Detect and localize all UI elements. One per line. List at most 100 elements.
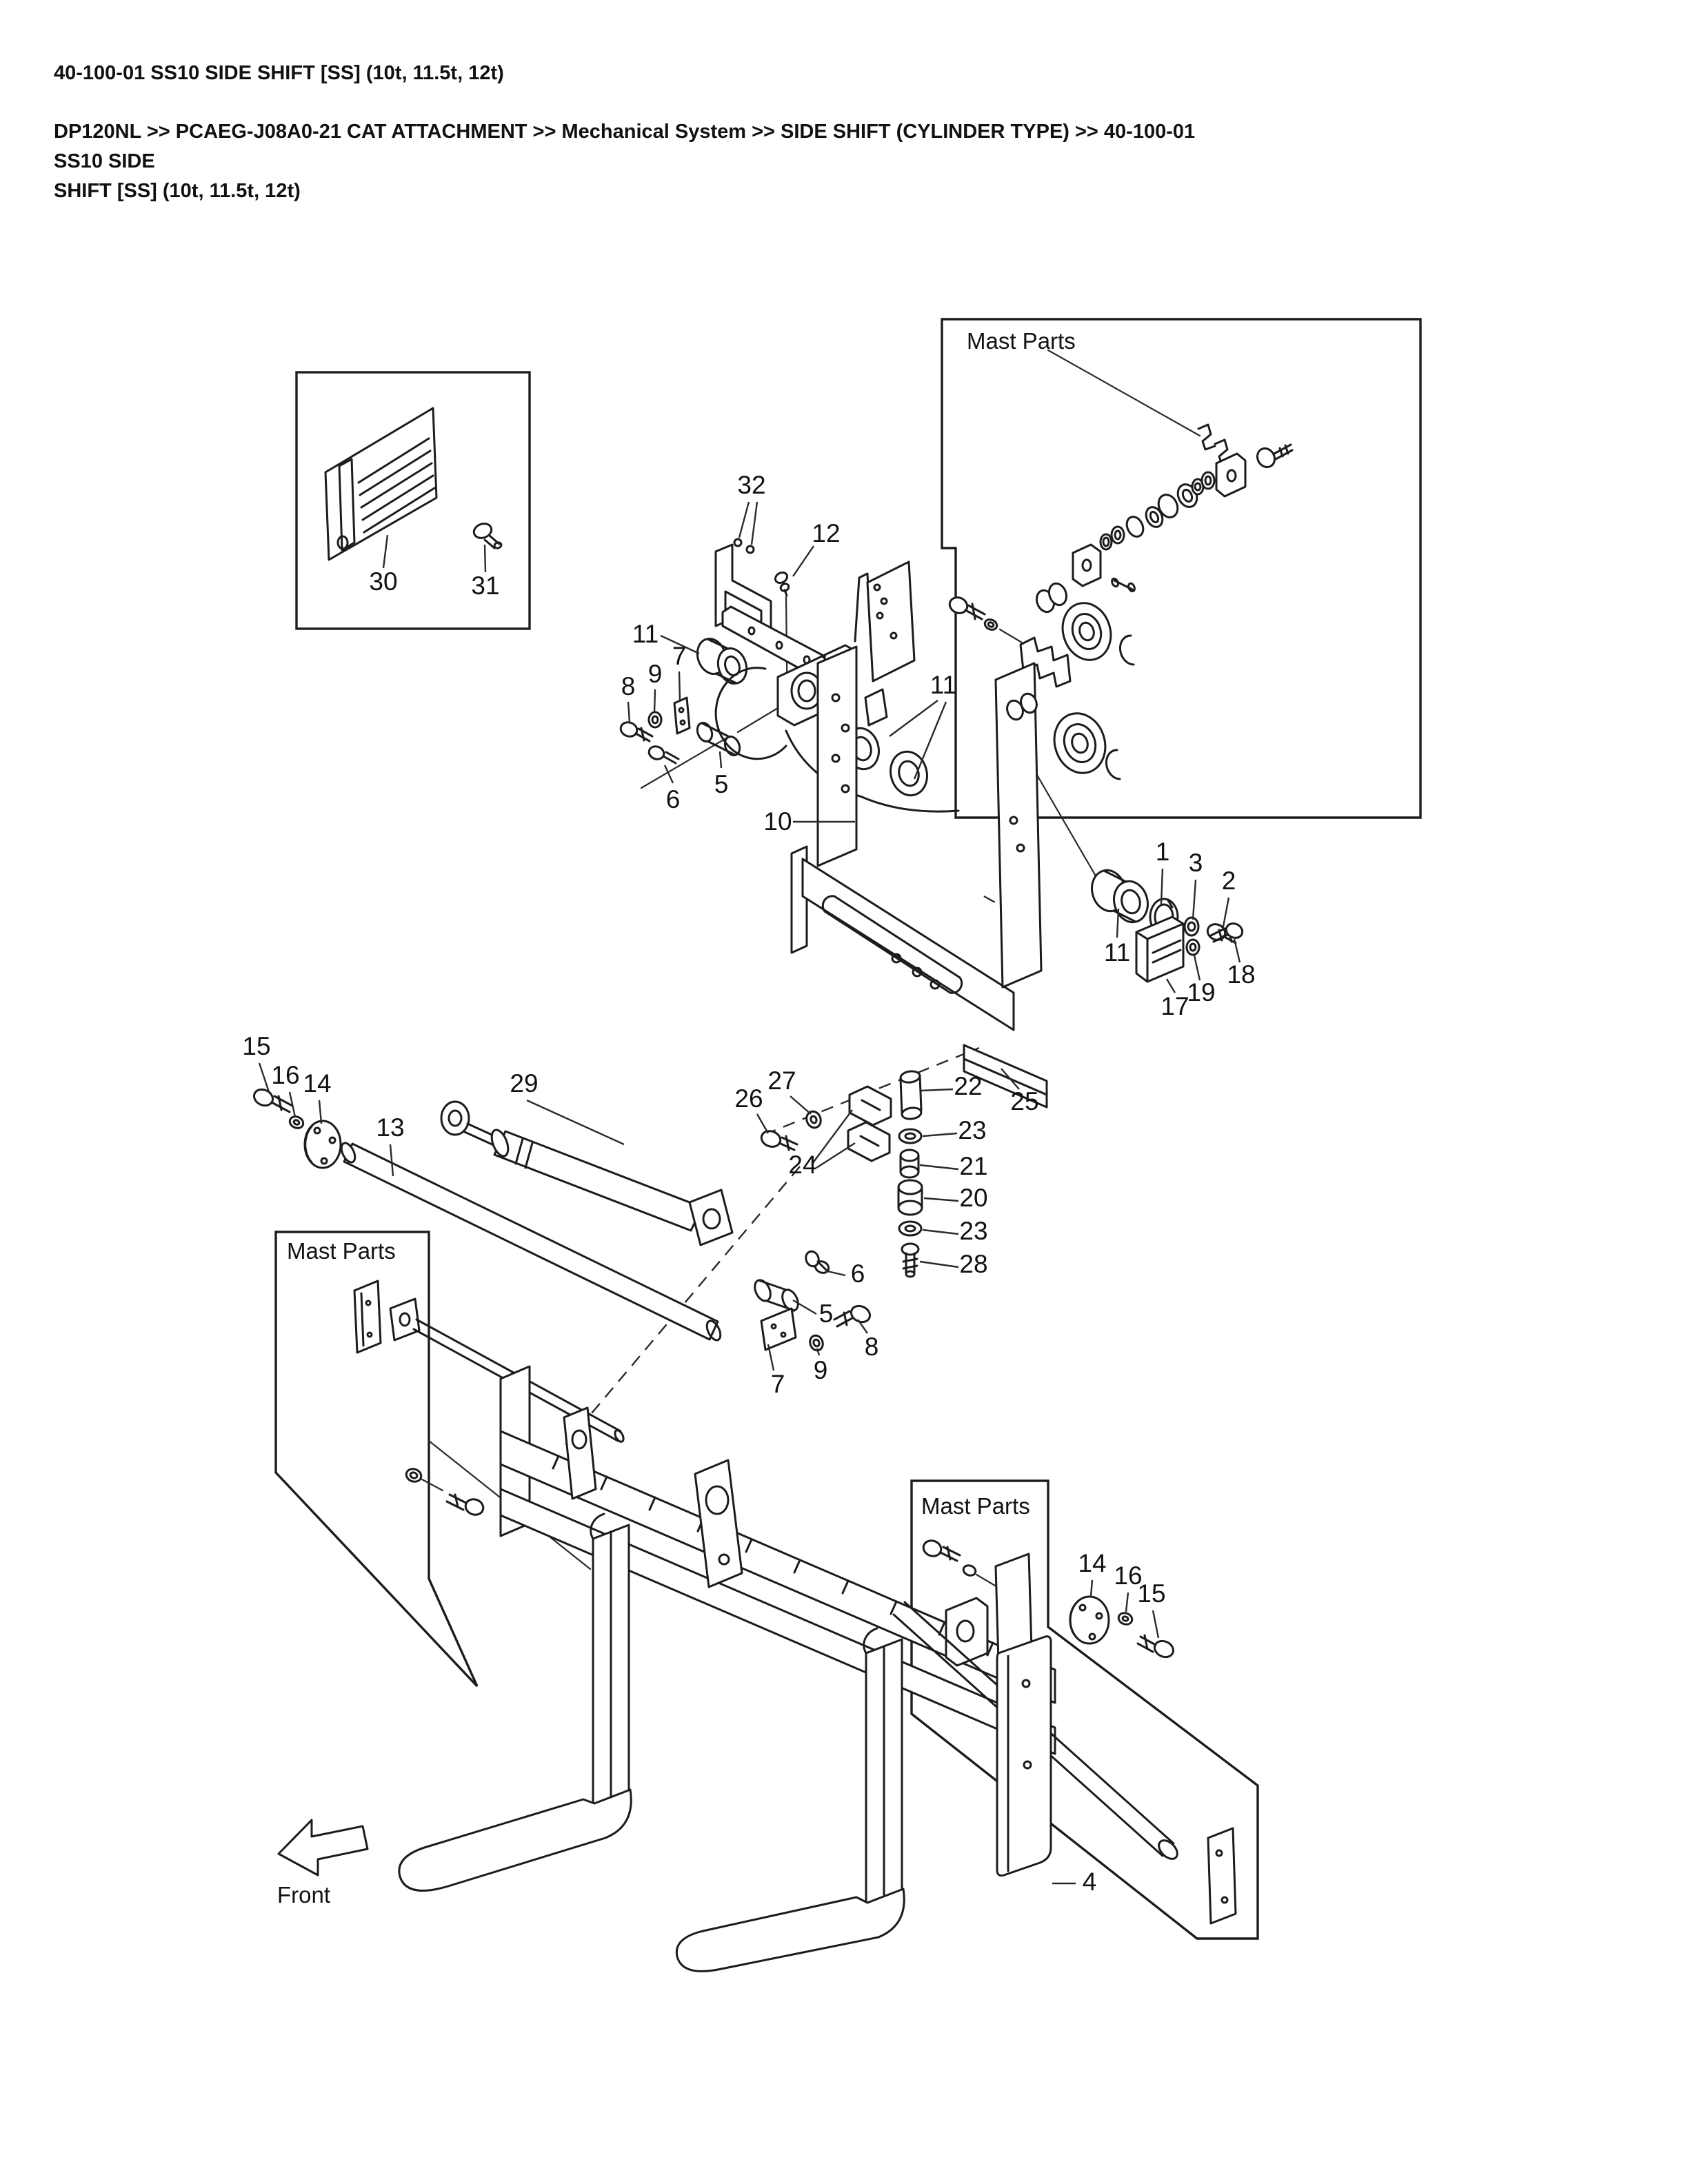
callout-label-24: 24: [788, 1151, 816, 1179]
callout-label-8: 8: [865, 1333, 879, 1361]
mast-bolt-and-washer: [948, 596, 998, 631]
page-title: 40-100-01 SS10 SIDE SHIFT [SS] (10t, 11.…: [54, 62, 504, 84]
callout-label-23: 23: [959, 1217, 987, 1245]
callout-label-17: 17: [1160, 992, 1189, 1020]
callout-label-4: 4: [1083, 1868, 1097, 1896]
callout-label-15: 15: [1137, 1579, 1165, 1608]
slide-block-17: [1135, 916, 1185, 983]
callout-label-14: 14: [303, 1069, 331, 1098]
breadcrumb-line-2: SHIFT [SS] (10t, 11.5t, 12t): [54, 180, 301, 202]
front-label: Front: [277, 1882, 330, 1908]
callout-label-16: 16: [1114, 1561, 1142, 1590]
leader-line: [1192, 879, 1197, 920]
callout-label-10: 10: [763, 807, 792, 836]
leader-line: [922, 1132, 958, 1138]
callout-label-6: 6: [851, 1260, 865, 1288]
leader-line: [738, 501, 750, 538]
bolt-mast-bottom: [922, 1539, 961, 1562]
leader-line: [389, 1144, 394, 1177]
bolt-15-right: [1136, 1634, 1175, 1659]
leader-line: [1160, 868, 1164, 905]
callout-label-20: 20: [959, 1184, 987, 1212]
leader-line: [660, 634, 700, 655]
fork-left: [398, 1513, 632, 1892]
callout-label-14: 14: [1078, 1549, 1106, 1577]
callout-leader-lines: [258, 501, 1241, 1885]
breadcrumb-line-1: DP120NL >> PCAEG-J08A0-21 CAT ATTACHMENT…: [54, 121, 1196, 172]
leader-line: [922, 1228, 959, 1235]
callout-label-11: 11: [632, 620, 659, 648]
leader-line: [653, 689, 656, 714]
leader-line: [921, 1088, 954, 1092]
load-roller-upper: [1061, 602, 1135, 666]
callout-label-12: 12: [812, 519, 840, 547]
leader-line: [923, 1197, 959, 1202]
callout-label-31: 31: [471, 572, 499, 600]
leader-line: [719, 751, 723, 769]
callout-label-21: 21: [959, 1152, 987, 1180]
callout-label-3: 3: [1189, 849, 1203, 877]
callout-label-22: 22: [954, 1072, 982, 1100]
callout-label-19: 19: [1187, 978, 1215, 1007]
callout-label-29: 29: [510, 1069, 538, 1098]
leader-line: [627, 701, 631, 723]
callout-label-16: 16: [271, 1061, 299, 1089]
association-lines: [421, 349, 1201, 1594]
front-direction-arrow: [277, 1819, 369, 1877]
leader-line: [526, 1099, 625, 1146]
pin-group-lower: [754, 1250, 872, 1352]
leader-line: [792, 545, 814, 577]
pin-5-lower: [754, 1279, 799, 1312]
leader-line: [767, 1344, 775, 1371]
fork-right: [675, 1627, 905, 1972]
leader-line: [1165, 978, 1176, 993]
leader-line: [792, 1299, 817, 1315]
breadcrumb: DP120NL >> PCAEG-J08A0-21 CAT ATTACHMENT…: [54, 117, 1226, 206]
mast-parts-box-mid-left: [274, 1231, 479, 1688]
leader-line: [1089, 1579, 1094, 1597]
nameplate-box: [295, 371, 531, 630]
callout-label-5: 5: [819, 1300, 834, 1328]
bolt-6-upper: [647, 745, 680, 765]
cylinder-29: [440, 1100, 734, 1246]
name-plate-assembly: [324, 407, 503, 561]
bolt-28: [901, 1242, 920, 1278]
fork-hanger-plate: [694, 1459, 743, 1588]
callout-label-7: 7: [672, 642, 687, 670]
leader-line: [663, 765, 674, 784]
callout-label-2: 2: [1222, 867, 1236, 895]
bolt-mast-left: [445, 1493, 485, 1516]
leader-line: [678, 671, 681, 701]
leader-line: [1152, 1610, 1160, 1639]
lower-apron: [499, 1365, 1056, 1755]
fork-hanger-small: [563, 1406, 597, 1500]
callout-label-9: 9: [814, 1356, 828, 1384]
leader-line: [913, 701, 947, 780]
leader-line: [382, 534, 389, 569]
bolt-15-left: [252, 1088, 294, 1113]
leader-line: [1001, 1068, 1020, 1090]
leader-line: [1125, 1592, 1129, 1612]
callout-label-5: 5: [714, 770, 729, 798]
callout-label-30: 30: [369, 567, 397, 596]
mast-hardware-bottom: [922, 1539, 1033, 1667]
tie-bar-13: [340, 1142, 722, 1342]
hanger-plate-4: [996, 1635, 1052, 1877]
callout-label-7: 7: [771, 1370, 785, 1398]
screw-31: [472, 523, 503, 549]
leader-line: [816, 1348, 821, 1356]
leader-line: [1233, 938, 1241, 963]
callout-label-15: 15: [242, 1032, 270, 1060]
leader-line: [790, 1095, 812, 1115]
stabilizer-hardware-stack: [760, 1044, 1048, 1278]
pin-22: [899, 1070, 923, 1120]
mast-roller-hardware: [948, 423, 1294, 688]
bolt-26: [760, 1130, 798, 1151]
leader-line: [889, 700, 938, 737]
leader-line: [812, 1109, 853, 1164]
leader-line: [919, 1164, 959, 1171]
leader-line: [1222, 897, 1230, 927]
